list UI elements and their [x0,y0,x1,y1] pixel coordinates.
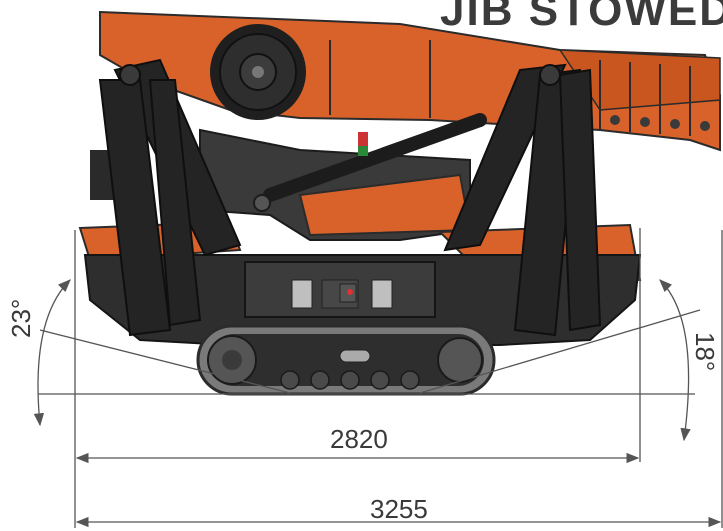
dimension-inner-length: 2820 [330,424,388,454]
boom [99,10,721,152]
outrigger-left [98,58,242,337]
outrigger-right [443,63,602,337]
chassis [83,254,642,346]
departure-angle-label: 18° [690,332,720,372]
dimension-outer-length: 3255 [370,494,428,524]
diagram-title: JIB STOWED [440,0,723,35]
crawler-track [196,324,496,396]
approach-angle-label: 23° [6,298,36,338]
winch-drum [210,24,306,120]
dimension-lines [33,228,723,528]
turret [90,113,487,241]
